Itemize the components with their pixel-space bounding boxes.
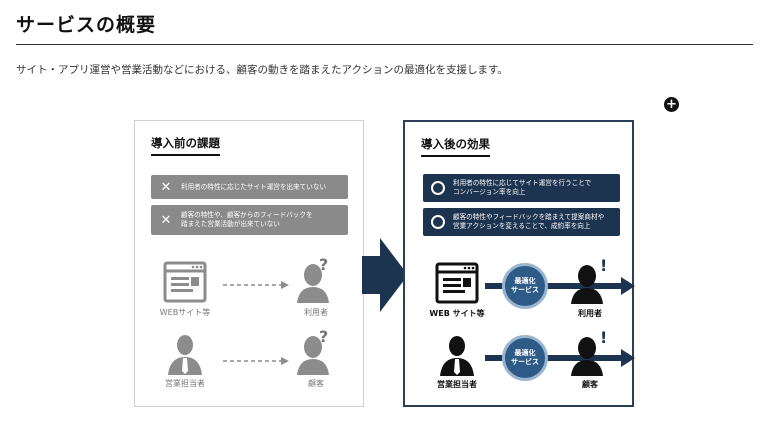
after-target-label: 利用者 (578, 309, 602, 318)
issue-text: 利用者の特性に応じたサイト運営を出来ていない (181, 182, 327, 191)
after-panel-title: 導入後の効果 (421, 136, 490, 157)
before-target-label: 利用者 (304, 308, 328, 317)
dashed-arrow (223, 281, 289, 289)
page-description: サイト・アプリ運営や営業活動などにおける、顧客の動きを踏まえたアクションの最適化… (16, 64, 508, 76)
person-silhouette-icon (571, 265, 603, 304)
plus-circle-icon: + (666, 97, 677, 112)
before-panel-title: 導入前の課題 (151, 135, 220, 156)
issue-item: ✕ 顧客の特性や、顧客からのフィードバックを 踏まえた営業活動が出来ていない (151, 205, 348, 235)
exclamation-mark: ! (600, 256, 608, 275)
question-mark: ? (319, 255, 329, 274)
question-mark: ? (319, 327, 329, 346)
issue-item: ✕ 利用者の特性に応じたサイト運営を出来ていない (151, 175, 348, 199)
before-source-label: 営業担当者 (165, 379, 205, 388)
cross-icon: ✕ (160, 179, 172, 195)
optimization-service-badge: 最適化 サービス (502, 335, 548, 381)
person-silhouette-icon (297, 336, 329, 375)
browser-window-icon (163, 261, 207, 303)
effect-item: 利用者の特性に応じてサイト運営を行うことで コンバージョン率を向上 (423, 174, 620, 202)
after-source-label: WEB サイト等 (429, 309, 485, 318)
person-silhouette-icon (297, 264, 329, 303)
right-arrow-icon (362, 238, 408, 312)
after-source-label: 営業担当者 (437, 380, 477, 389)
title-divider (16, 44, 753, 45)
after-panel: 導入後の効果 利用者の特性に応じてサイト運営を行うことで コンバージョン率を向上… (403, 120, 635, 407)
after-target-label: 顧客 (582, 380, 598, 389)
exclamation-mark: ! (600, 328, 608, 347)
effect-text: 利用者の特性に応じてサイト運営を行うことで コンバージョン率を向上 (453, 179, 592, 196)
before-source-label: WEBサイト等 (159, 308, 211, 317)
page-title: サービスの概要 (16, 14, 157, 36)
browser-window-icon (435, 262, 479, 304)
before-panel: 導入前の課題 ✕ 利用者の特性に応じたサイト運営を出来ていない ✕ 顧客の特性や… (134, 120, 364, 407)
businessperson-icon (168, 335, 202, 375)
dashed-arrow (223, 357, 289, 365)
circle-outline-icon (431, 181, 445, 195)
cross-icon: ✕ (160, 212, 172, 228)
expand-button[interactable]: + (664, 97, 679, 112)
before-target-label: 顧客 (308, 379, 324, 388)
circle-outline-icon (431, 215, 445, 229)
optimization-service-badge: 最適化 サービス (502, 263, 548, 309)
effect-text: 顧客の特性やフィードバックを踏まえて提案商材や 営業アクションを変えることで、成… (453, 213, 605, 230)
businessperson-icon (440, 336, 474, 376)
person-silhouette-icon (571, 337, 603, 376)
issue-text: 顧客の特性や、顧客からのフィードバックを 踏まえた営業活動が出来ていない (181, 211, 313, 228)
effect-item: 顧客の特性やフィードバックを踏まえて提案商材や 営業アクションを変えることで、成… (423, 208, 620, 236)
